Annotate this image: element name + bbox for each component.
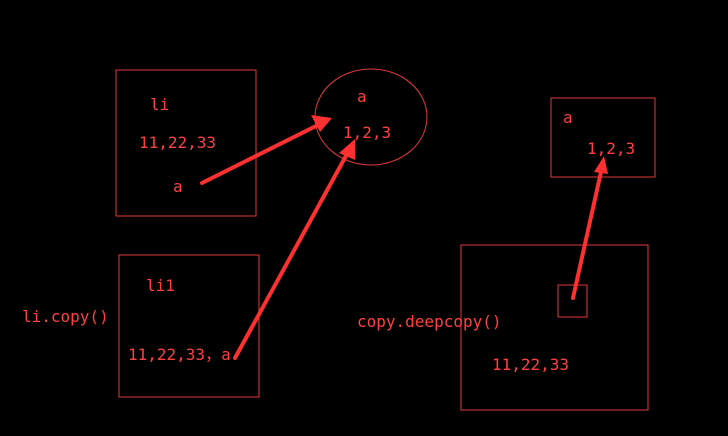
shared-object-ellipse [314, 68, 428, 166]
deep-object-box [550, 97, 656, 178]
li-ref-label: a [173, 177, 183, 196]
deepcopy-box [460, 244, 649, 411]
li1-values-label: 11,22,33，a [128, 345, 231, 364]
deepcopy-to-object-arrowhead [594, 156, 608, 174]
deep-object-values-label: 1,2,3 [587, 139, 636, 158]
li-values-label: 11,22,33 [139, 133, 217, 152]
shared-object-name-label: a [357, 87, 367, 106]
deepcopy-ref-cell [557, 284, 588, 318]
li1-to-shared-arrow-shaft [233, 152, 349, 360]
li-to-shared-arrow-shaft [200, 123, 320, 185]
li1-to-shared-arrowhead [339, 139, 355, 160]
li-to-shared-arrowhead [311, 115, 332, 132]
li-name-label: li [150, 95, 170, 114]
deep-copy-label: copy.deepcopy() [357, 312, 502, 331]
li1-box [118, 254, 260, 398]
li-box [115, 69, 257, 217]
deep-object-name-label: a [563, 108, 573, 127]
li1-name-label: li1 [146, 276, 175, 295]
deepcopy-values-label: 11,22,33 [492, 355, 570, 374]
shared-object-values-label: 1,2,3 [343, 123, 392, 142]
deepcopy-to-object-arrow-shaft [571, 170, 603, 300]
arrows [200, 115, 608, 360]
shallow-copy-label: li.copy() [22, 307, 109, 326]
